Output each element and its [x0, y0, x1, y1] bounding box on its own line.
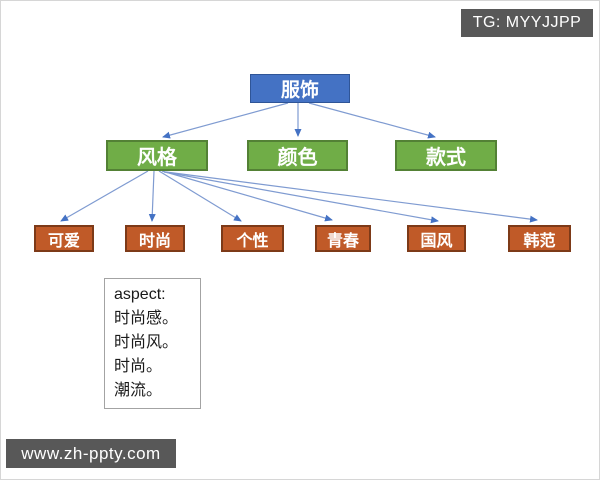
node-guofeng: 国风: [407, 225, 466, 252]
note-line-aspect: aspect:: [114, 286, 166, 303]
note-line-3: 时尚。: [114, 358, 163, 375]
note-line-2: 时尚风。: [114, 334, 179, 351]
arrow-root-to-kuanshi: [308, 102, 436, 139]
node-hanfan: 韩范: [508, 225, 571, 252]
arrow-fengge-to-keai: [60, 170, 149, 222]
tg-watermark-badge: TG: MYYJJPP: [461, 9, 593, 37]
arrow-fengge-to-shishang: [148, 170, 156, 222]
arrow-fengge-to-gexing: [158, 170, 242, 222]
aspect-note-box: aspect: 时尚感。 时尚风。 时尚。 潮流。: [104, 278, 201, 409]
arrow-fengge-to-hanfan: [165, 171, 538, 223]
node-fushi-root: 服饰: [250, 74, 350, 103]
node-qingchun: 青春: [315, 225, 371, 252]
arrow-fengge-to-guofeng: [163, 171, 439, 224]
arrow-root-to-fengge: [162, 102, 289, 139]
node-shishang: 时尚: [125, 225, 185, 252]
node-keai: 可爱: [34, 225, 94, 252]
arrow-fengge-to-qingchun: [161, 170, 333, 222]
note-line-1: 时尚感。: [114, 310, 179, 327]
note-line-4: 潮流。: [114, 382, 163, 399]
node-yanse: 颜色: [247, 140, 348, 171]
node-kuanshi: 款式: [395, 140, 497, 171]
site-watermark-badge: www.zh-ppty.com: [6, 439, 176, 468]
node-gexing: 个性: [221, 225, 284, 252]
node-fengge: 风格: [106, 140, 208, 171]
